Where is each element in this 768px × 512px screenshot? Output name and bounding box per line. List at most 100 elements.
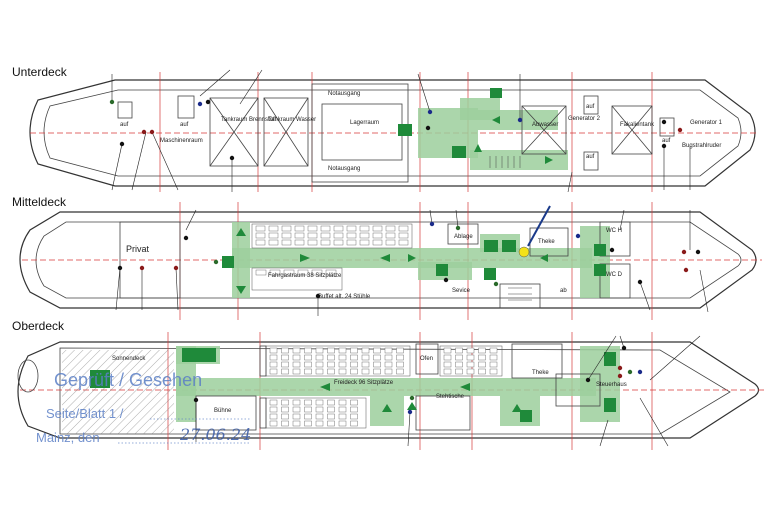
seat [373, 368, 381, 375]
seat [361, 354, 370, 361]
exit-sign-icon [182, 348, 216, 362]
label-up: auf [120, 122, 129, 128]
seat [327, 399, 335, 406]
seat [320, 232, 331, 239]
seat [372, 239, 383, 246]
label-buffet: Buffet alt. 24 Stühle [318, 294, 371, 300]
seat [281, 225, 292, 232]
seat [346, 239, 357, 246]
stamp-date: 27.06.24 [179, 425, 251, 444]
seat [361, 347, 370, 354]
label-wc-h: WC H [606, 228, 622, 234]
seat [283, 269, 295, 276]
seat [268, 232, 279, 239]
seat [384, 361, 393, 368]
seat [455, 354, 463, 361]
seat [350, 368, 358, 375]
seat [350, 406, 358, 413]
seat [359, 239, 370, 246]
seat [385, 232, 396, 239]
seat [281, 232, 292, 239]
seat [350, 361, 358, 368]
seat [292, 420, 301, 427]
label-up: auf [180, 122, 189, 128]
label-wheelhouse: Steuerhaus [596, 382, 627, 388]
seat [385, 239, 396, 246]
seat [489, 368, 498, 375]
lower-deck-title: Unterdeck [12, 65, 68, 79]
seat [478, 368, 486, 375]
label-wastewater: Abwasser [532, 122, 558, 128]
seat [315, 354, 324, 361]
label-standing-tables: Stehtische [436, 394, 465, 400]
exit-sign-icon [594, 264, 606, 276]
exit-sign-icon [222, 256, 234, 268]
seat [315, 368, 324, 375]
seat [350, 413, 358, 420]
seat [384, 354, 393, 361]
label-water-tank: Tankraum Wasser [268, 117, 316, 123]
seat [327, 420, 335, 427]
exit-sign-icon [90, 370, 110, 388]
seat [269, 406, 278, 413]
seat [315, 361, 324, 368]
seat [338, 399, 347, 406]
seat [292, 406, 301, 413]
seat [327, 413, 335, 420]
seat [327, 347, 335, 354]
seat [304, 406, 312, 413]
seat [268, 225, 279, 232]
seat [292, 361, 301, 368]
seat [396, 354, 404, 361]
seat [304, 347, 312, 354]
seat [346, 232, 357, 239]
seat [255, 269, 267, 276]
seat [315, 420, 324, 427]
seat [281, 361, 289, 368]
seat [281, 354, 289, 361]
seat [304, 361, 312, 368]
seat [398, 232, 409, 239]
label-up: auf [662, 138, 671, 144]
seat [281, 420, 289, 427]
exit-sign-icon [484, 240, 498, 252]
seat [304, 420, 312, 427]
sundeck-area [62, 350, 174, 434]
seat [373, 354, 381, 361]
approval-stamp: Geprüft / Gesehen Seite/Blatt 1 / Mainz,… [36, 370, 251, 445]
seat [292, 347, 301, 354]
label-passenger-room: Fahrgastraum 38 Sitzplätze [268, 273, 342, 279]
label-storage-shelf: Ablage [454, 234, 473, 240]
seat [398, 225, 409, 232]
seat [396, 347, 404, 354]
seat [333, 239, 344, 246]
seat [350, 354, 358, 361]
seat [359, 232, 370, 239]
upper-deck-title: Oberdeck [12, 319, 65, 333]
label-bow-thruster: Bugstrahlruder [682, 143, 721, 149]
seat [315, 347, 324, 354]
seat [466, 361, 475, 368]
seat [307, 232, 318, 239]
seat [304, 368, 312, 375]
seat [478, 361, 486, 368]
label-fuel-tank: Tankraum Brennstoff [221, 117, 277, 123]
exit-sign-icon [484, 268, 496, 280]
label-storage: Lagerraum [350, 120, 379, 126]
seat [304, 399, 312, 406]
seat [281, 399, 289, 406]
seat [443, 368, 452, 375]
seat [320, 225, 331, 232]
seat [350, 399, 358, 406]
exit-sign-icon [594, 244, 606, 256]
exit-sign-icon [436, 264, 448, 276]
label-stage: Bühne [214, 408, 232, 414]
seat [338, 406, 347, 413]
seat [304, 354, 312, 361]
exit-sign-icon [398, 124, 412, 136]
seat [269, 420, 278, 427]
stamp-place-date-label: Mainz, den [36, 430, 100, 445]
seat [255, 232, 266, 239]
seat [333, 225, 344, 232]
seat [489, 347, 498, 354]
